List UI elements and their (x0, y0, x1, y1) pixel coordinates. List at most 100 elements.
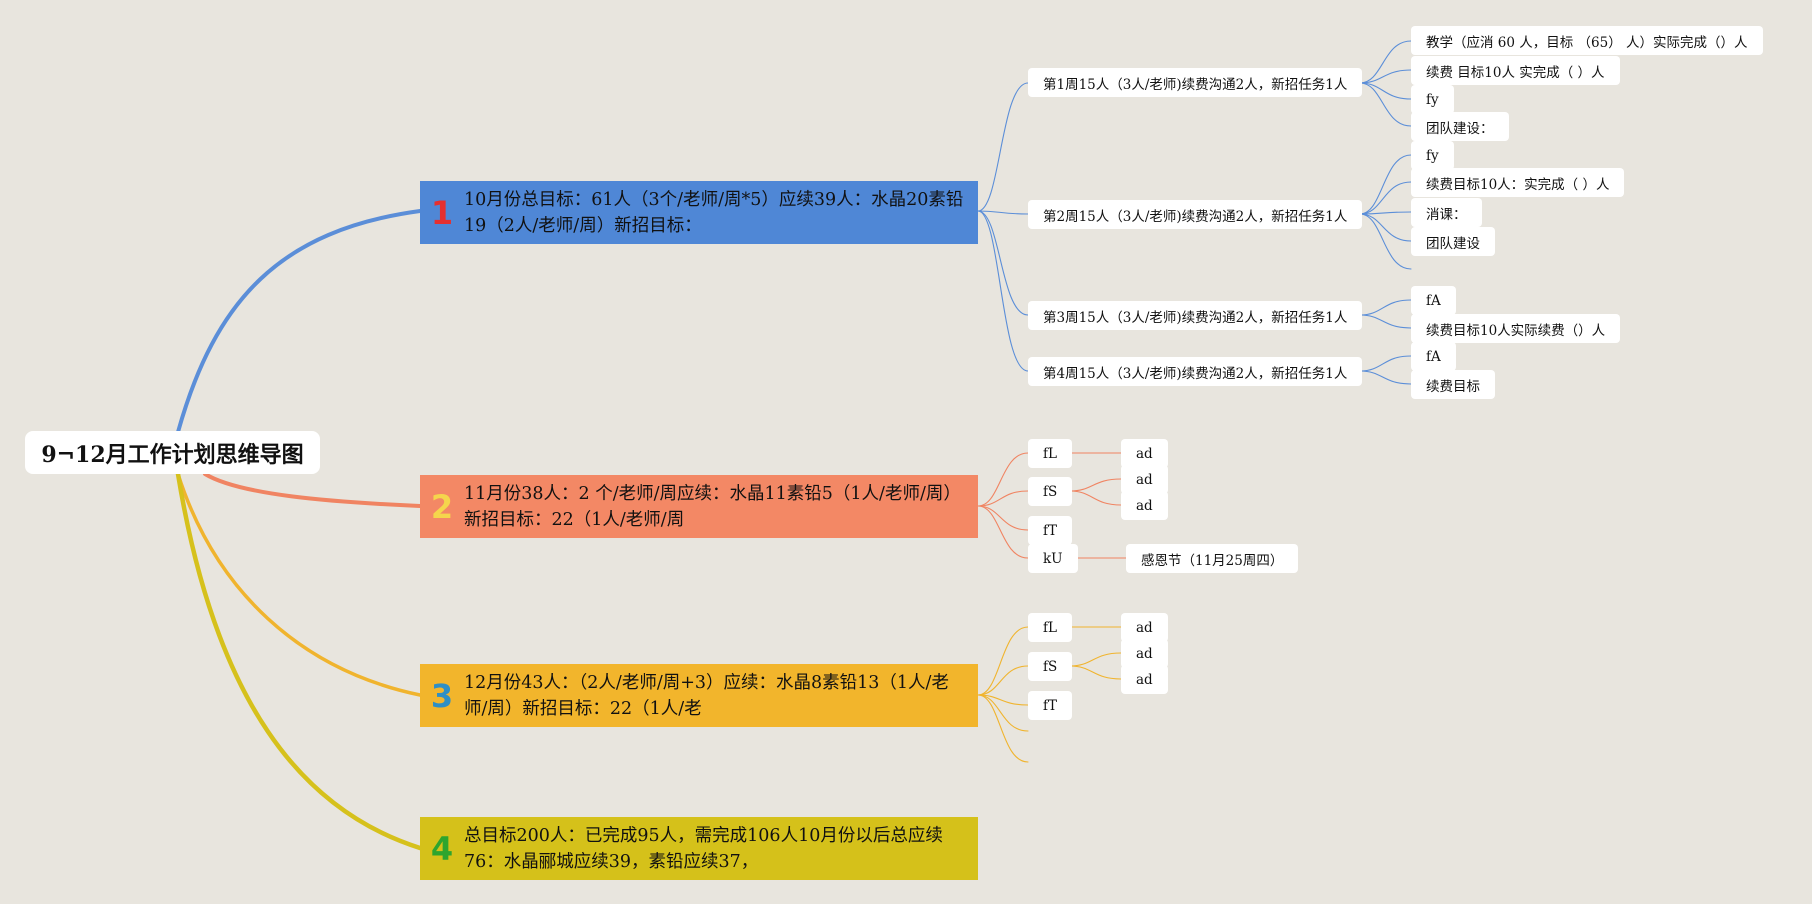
week4-renewal-node[interactable]: 续费目标 (1411, 370, 1495, 399)
connector-line (977, 82, 1029, 212)
node-label: 续费 目标10人 实完成（ ）人 (1426, 64, 1605, 81)
connector-line (1359, 213, 1412, 270)
connector-line (977, 626, 1029, 696)
node-label: ad (1136, 671, 1153, 688)
node-label: fL (1043, 445, 1057, 462)
node-label: fy (1426, 91, 1439, 108)
main-branch-line (203, 472, 422, 508)
main-branch-line (176, 472, 422, 697)
connector-line (977, 694, 1029, 732)
node-label: fS (1043, 658, 1058, 675)
branch-number: 3 (430, 676, 454, 715)
node-label: fy (1426, 147, 1439, 164)
branch-text: 10月份总目标：61人（3个/老师/周*5）应续39人：水晶20素铅19（2人/… (464, 189, 964, 236)
connector-line (1359, 370, 1412, 385)
connector-line (977, 210, 1029, 316)
node-label: fA (1426, 292, 1441, 309)
dec-fl-node[interactable]: fL (1028, 613, 1072, 642)
dec-fl-ad-node[interactable]: ad (1121, 613, 1168, 642)
week3-fa-node[interactable]: fA (1411, 286, 1456, 315)
branch-november[interactable]: 2 11月份38人：2 个/老师/周应续：水晶11素铅5（1人/老师/周）新招目… (420, 475, 978, 538)
week1-team-node[interactable]: 团队建设： (1411, 112, 1509, 141)
node-label: fL (1043, 619, 1057, 636)
connector-line (1069, 490, 1122, 506)
branch-total[interactable]: 4 总目标200人：已完成95人，需完成106人10月份以后总应续76：水晶郦城… (420, 817, 978, 880)
nov-thanksgiving-node[interactable]: 感恩节（11月25周四） (1126, 544, 1299, 573)
node-label: ad (1136, 497, 1153, 514)
node-label: 续费目标 (1426, 378, 1480, 395)
dec-fs-ad-node[interactable]: ad (1121, 665, 1168, 694)
connector-line (1359, 82, 1412, 127)
week2-fy-node[interactable]: fy (1411, 141, 1454, 170)
node-label: 续费目标10人：实完成（ ）人 (1426, 176, 1610, 193)
connector-line (1359, 40, 1412, 84)
connector-line (1359, 181, 1412, 215)
connector-line (1359, 299, 1412, 316)
week2-lessons-node[interactable]: 消课： (1411, 198, 1482, 227)
node-label: fT (1043, 697, 1058, 714)
connector-line (1359, 211, 1412, 215)
nov-fs-ad-node[interactable]: ad (1121, 491, 1168, 520)
node-label: 感恩节（11月25周四） (1141, 552, 1284, 569)
week4-topic[interactable]: 第4周15人（3人/老师)续费沟通2人，新招任务1人 (1028, 357, 1363, 386)
dec-fs-ad-node[interactable]: ad (1121, 639, 1168, 668)
nov-fl-ad-node[interactable]: ad (1121, 439, 1168, 468)
node-label: ad (1136, 471, 1153, 488)
node-label: fT (1043, 522, 1058, 539)
branch-number: 2 (430, 487, 454, 526)
connector-line (1359, 213, 1412, 242)
connector-line (1359, 314, 1412, 329)
node-label: 第1周15人（3人/老师)续费沟通2人，新招任务1人 (1043, 76, 1348, 93)
nov-fs-node[interactable]: fS (1028, 477, 1073, 506)
node-label: fA (1426, 348, 1441, 365)
connector-line (977, 452, 1029, 507)
connector-line (977, 505, 1029, 559)
central-topic-title: 9¬12月工作计划思维导图 (41, 441, 304, 468)
connector-line (977, 505, 1029, 531)
week1-teaching-node[interactable]: 教学（应消 60 人，目标 （65） 人）实际完成（）人 (1411, 26, 1763, 55)
connector-line (1069, 665, 1122, 680)
dec-fs-node[interactable]: fS (1028, 652, 1073, 681)
week4-fa-node[interactable]: fA (1411, 342, 1456, 371)
week1-topic[interactable]: 第1周15人（3人/老师)续费沟通2人，新招任务1人 (1028, 68, 1363, 97)
connector-line (977, 210, 1029, 372)
nov-ku-node[interactable]: kU (1028, 544, 1078, 573)
week1-fy-node[interactable]: fy (1411, 85, 1454, 114)
main-branch-line (175, 471, 423, 851)
branch-december[interactable]: 3 12月份43人：（2人/老师/周+3）应续：水晶8素铅13（1人/老师/周）… (420, 664, 978, 727)
node-label: 团队建设 (1426, 235, 1480, 252)
connector-line (1069, 478, 1122, 492)
branch-october[interactable]: 1 10月份总目标：61人（3个/老师/周*5）应续39人：水晶20素铅19（2… (420, 181, 978, 244)
week2-topic[interactable]: 第2周15人（3人/老师)续费沟通2人，新招任务1人 (1028, 200, 1363, 229)
node-label: 第3周15人（3人/老师)续费沟通2人，新招任务1人 (1043, 309, 1348, 326)
week2-team-node[interactable]: 团队建设 (1411, 227, 1495, 256)
dec-ft-node[interactable]: fT (1028, 691, 1073, 720)
node-label: 消课： (1426, 206, 1467, 223)
central-topic[interactable]: 9¬12月工作计划思维导图 (25, 431, 320, 474)
connector-line (1359, 69, 1412, 84)
nov-ft-node[interactable]: fT (1028, 516, 1073, 545)
branch-number: 1 (430, 193, 454, 232)
node-label: 第2周15人（3人/老师)续费沟通2人，新招任务1人 (1043, 208, 1348, 225)
node-label: ad (1136, 619, 1153, 636)
connector-line (977, 665, 1029, 696)
week3-topic[interactable]: 第3周15人（3人/老师)续费沟通2人，新招任务1人 (1028, 301, 1363, 330)
main-branch-line (176, 209, 422, 434)
week3-renewal-node[interactable]: 续费目标10人实际续费（）人 (1411, 314, 1621, 343)
node-label: ad (1136, 645, 1153, 662)
branch-number: 4 (430, 829, 454, 868)
node-label: 团队建设： (1426, 120, 1494, 137)
nov-fs-ad-node[interactable]: ad (1121, 465, 1168, 494)
nov-fl-node[interactable]: fL (1028, 439, 1072, 468)
branch-text: 12月份43人：（2人/老师/周+3）应续：水晶8素铅13（1人/老师/周）新招… (464, 672, 949, 719)
connector-line (977, 210, 1029, 215)
node-label: ad (1136, 445, 1153, 462)
branch-text: 总目标200人：已完成95人，需完成106人10月份以后总应续76：水晶郦城应续… (464, 825, 943, 872)
week2-renewal-node[interactable]: 续费目标10人：实完成（ ）人 (1411, 168, 1625, 197)
connector-line (977, 694, 1029, 763)
week1-renewal-node[interactable]: 续费 目标10人 实完成（ ）人 (1411, 56, 1620, 85)
connector-line (1069, 652, 1122, 667)
node-label: fS (1043, 483, 1058, 500)
branch-text: 11月份38人：2 个/老师/周应续：水晶11素铅5（1人/老师/周）新招目标：… (464, 483, 961, 530)
